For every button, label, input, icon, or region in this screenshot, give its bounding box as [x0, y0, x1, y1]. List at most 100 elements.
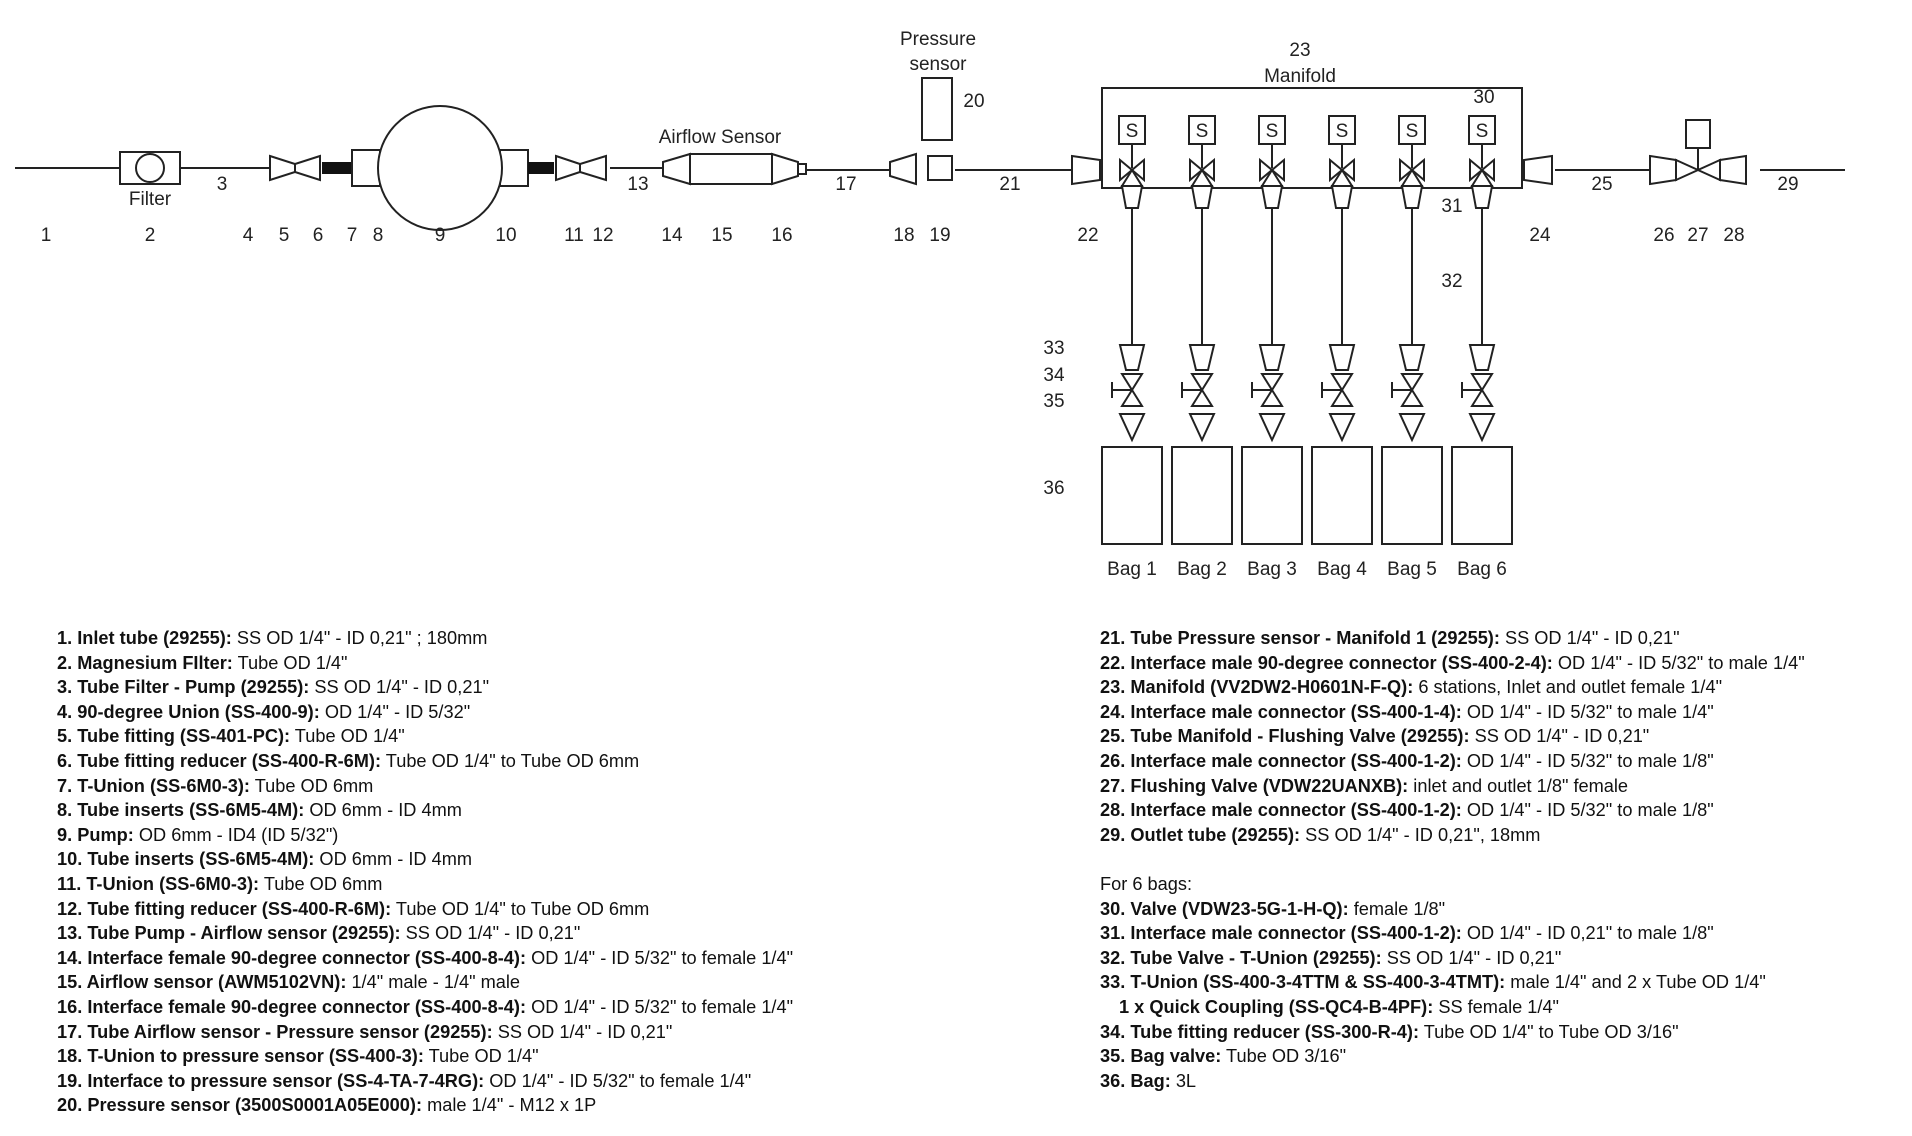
station-2: S [1171, 115, 1233, 545]
legend-item-spec: SS OD 1/4" - ID 0,21" [1469, 726, 1650, 747]
legend-item: 7. T-Union (SS-6M0-3): Tube OD 6mm [57, 774, 1037, 799]
legend-item-part: 36. Bag: [1100, 1070, 1171, 1091]
legend-item-part: 13. Tube Pump - Airflow sensor (29255): [57, 923, 401, 944]
part-label-13: 13 [627, 174, 648, 195]
part-label-36: 36 [1043, 478, 1064, 499]
part-label-21: 21 [999, 174, 1020, 195]
legend-item: 17. Tube Airflow sensor - Pressure senso… [57, 1020, 1037, 1045]
legend-item-part: 25. Tube Manifold - Flushing Valve (2925… [1100, 726, 1470, 747]
legend-item: 5. Tube fitting (SS-401-PC): Tube OD 1/4… [57, 724, 1037, 749]
station-3: S [1241, 115, 1303, 545]
part-label-5: 5 [279, 225, 290, 246]
part-label-24: 24 [1529, 225, 1551, 246]
legend-item-spec: OD 1/4" - ID 5/32" to female 1/4" [526, 996, 794, 1017]
part-label-3: 3 [217, 174, 228, 195]
legend-item: 25. Tube Manifold - Flushing Valve (2925… [1100, 724, 1900, 749]
legend-item-spec: OD 1/4" - ID 5/32" to female 1/4" [484, 1070, 752, 1091]
legend-item-part: 15. Airflow sensor (AWM5102VN): [57, 972, 347, 993]
union-fitting-11-12 [555, 154, 607, 182]
part-label-10: 10 [495, 225, 516, 246]
legend-item: 22. Interface male 90-degree connector (… [1100, 651, 1900, 676]
part-label-33: 33 [1043, 338, 1064, 359]
legend-item-part: 23. Manifold (VV2DW2-H0601N-F-Q): [1100, 677, 1414, 698]
part-label-17: 17 [835, 174, 856, 195]
legend-item-part: 28. Interface male connector (SS-400-1-2… [1100, 800, 1462, 821]
legend-item-spec: Tube OD 1/4" to Tube OD 3/16" [1419, 1021, 1679, 1042]
part-label-14: 14 [661, 225, 683, 246]
legend-item-spec: SS OD 1/4" - ID 0,21" [492, 1021, 673, 1042]
part-label-30: 30 [1473, 87, 1494, 108]
part-label-34: 34 [1043, 365, 1065, 386]
legend-item: 32. Tube Valve - T-Union (29255): SS OD … [1100, 946, 1900, 971]
part-label-32: 32 [1441, 271, 1462, 292]
part-label-6: 6 [313, 225, 324, 246]
legend-item: 28. Interface male connector (SS-400-1-2… [1100, 798, 1900, 823]
part-label-15: 15 [711, 225, 732, 246]
bag-label-6: Bag 6 [1457, 559, 1507, 580]
legend-item: 24. Interface male connector (SS-400-1-4… [1100, 700, 1900, 725]
legend-item-part: 22. Interface male 90-degree connector (… [1100, 652, 1553, 673]
union-fitting-4-5 [269, 154, 321, 182]
legend-item-part: 16. Interface female 90-degree connector… [57, 996, 527, 1017]
part-label-11: 11 [564, 225, 584, 246]
legend-item: 1. Inlet tube (29255): SS OD 1/4" - ID 0… [57, 626, 1037, 651]
part-label-9: 9 [435, 225, 446, 246]
bag-label-5: Bag 5 [1387, 559, 1437, 580]
legend-item: 31. Interface male connector (SS-400-1-2… [1100, 921, 1900, 946]
legend-item: 10. Tube inserts (SS-6M5-4M): OD 6mm - I… [57, 847, 1037, 872]
part-label-29: 29 [1777, 174, 1798, 195]
station-1: S [1101, 115, 1163, 545]
pump-symbol [351, 105, 529, 231]
legend-item: 34. Tube fitting reducer (SS-300-R-4): T… [1100, 1020, 1900, 1045]
bag-label-3: Bag 3 [1247, 559, 1297, 580]
legend-item-spec: Tube OD 3/16" [1221, 1046, 1347, 1067]
legend-item: 20. Pressure sensor (3500S0001A05E000): … [57, 1093, 1037, 1118]
airflow-sensor-symbol [662, 152, 807, 186]
legend-item-part: 26. Interface male connector (SS-400-1-2… [1100, 750, 1462, 771]
part-label-16: 16 [771, 225, 792, 246]
legend-item-part: 2. Magnesium FIlter: [57, 652, 233, 673]
legend-item-part: 18. T-Union to pressure sensor (SS-400-3… [57, 1046, 424, 1067]
legend-item-spec: SS OD 1/4" - ID 0,21" [309, 677, 490, 698]
part-label-31: 31 [1441, 196, 1462, 217]
legend-item: 4. 90-degree Union (SS-400-9): OD 1/4" -… [57, 700, 1037, 725]
part-label-35: 35 [1043, 391, 1064, 412]
legend-item-part: 29. Outlet tube (29255): [1100, 824, 1301, 845]
diagram-labels: Pressure sensor 23 Manifold Filter Airfl… [129, 29, 1336, 210]
legend-item-part: 34. Tube fitting reducer (SS-300-R-4): [1100, 1021, 1419, 1042]
insert-10 [528, 162, 554, 174]
legend-item-spec: Tube OD 1/4" [423, 1046, 539, 1067]
legend-item-part: 9. Pump: [57, 824, 134, 845]
legend-item: 16. Interface female 90-degree connector… [57, 995, 1037, 1020]
legend-item-part: 17. Tube Airflow sensor - Pressure senso… [57, 1021, 493, 1042]
legend-item-spec: 3L [1170, 1070, 1197, 1091]
legend-item-spec: inlet and outlet 1/8" female [1408, 775, 1629, 796]
legend-item: 8. Tube inserts (SS-6M5-4M): OD 6mm - ID… [57, 798, 1037, 823]
legend-item-spec: Tube OD 6mm [259, 873, 383, 894]
legend-item-spec: SS OD 1/4" - ID 0,21" [1381, 947, 1562, 968]
legend-item-part: 4. 90-degree Union (SS-400-9): [57, 701, 320, 722]
legend-item-spec: Tube OD 1/4" [290, 726, 405, 747]
legend-item-spec: Tube OD 1/4" to Tube OD 6mm [391, 898, 650, 919]
bag-label-2: Bag 2 [1177, 559, 1227, 580]
part-label-4: 4 [243, 225, 254, 246]
part-label-25: 25 [1591, 174, 1612, 195]
solenoid-label: S [1126, 121, 1139, 142]
legend-item-spec: OD 1/4" - ID 5/32" to male 1/4" [1461, 701, 1714, 722]
part-label-19: 19 [929, 225, 950, 246]
legend-item: 29. Outlet tube (29255): SS OD 1/4" - ID… [1100, 823, 1900, 848]
flushing-valve-symbol [1649, 119, 1747, 186]
part-label-8: 8 [373, 225, 384, 246]
legend-item-spec: OD 6mm - ID 4mm [314, 849, 472, 870]
legend-item-part: 21. Tube Pressure sensor - Manifold 1 (2… [1100, 628, 1500, 648]
legend-item: 1 x Quick Coupling (SS-QC4-B-4PF): SS fe… [1100, 995, 1900, 1020]
legend-item: 11. T-Union (SS-6M0-3): Tube OD 6mm [57, 872, 1037, 897]
legend-left: 1. Inlet tube (29255): SS OD 1/4" - ID 0… [57, 626, 1037, 1118]
filter-label: Filter [129, 189, 172, 210]
legend-item-spec: OD 1/4" - ID 5/32" to male 1/4" [1552, 652, 1805, 673]
bag-label-1: Bag 1 [1107, 559, 1157, 580]
legend-item: 2. Magnesium FIlter: Tube OD 1/4" [57, 651, 1037, 676]
legend-item: 33. T-Union (SS-400-3-4TTM & SS-400-3-4T… [1100, 970, 1900, 995]
